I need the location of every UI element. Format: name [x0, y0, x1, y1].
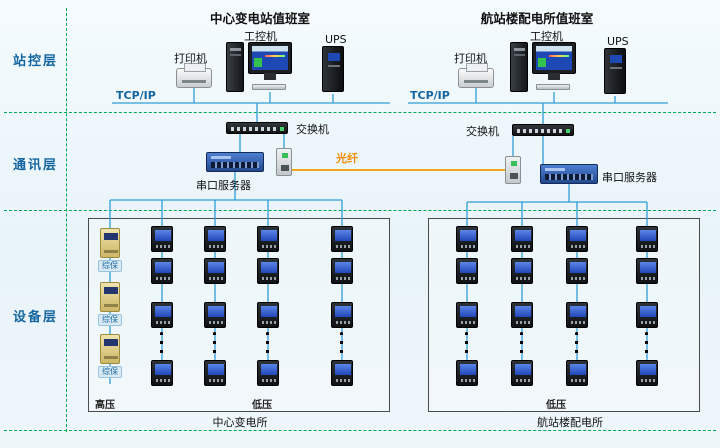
right-switch-icon — [512, 124, 574, 136]
left-keyboard-icon — [252, 84, 286, 90]
layer-separator-vertical — [66, 8, 67, 432]
layer-label-device: 设备层 — [13, 310, 59, 325]
left-serial-server-icon — [206, 152, 264, 172]
power-meter-icon — [331, 302, 353, 328]
power-meter-icon — [566, 226, 588, 252]
ellipsis-dots — [645, 332, 648, 354]
protection-relay-icon — [100, 228, 120, 258]
left-pc-tower-icon — [226, 42, 244, 92]
power-meter-icon — [257, 226, 279, 252]
power-meter-icon — [511, 258, 533, 284]
left-switch-label: 交换机 — [296, 123, 329, 136]
power-meter-icon — [566, 258, 588, 284]
power-meter-icon — [511, 360, 533, 386]
right-room-title: 航站楼配电所值班室 — [480, 11, 594, 26]
power-meter-icon — [511, 226, 533, 252]
power-meter-icon — [331, 360, 353, 386]
right-ups-icon — [604, 48, 626, 94]
power-meter-icon — [566, 360, 588, 386]
left-serial-server-label: 串口服务器 — [196, 179, 251, 192]
power-meter-icon — [456, 226, 478, 252]
ellipsis-dots — [465, 332, 468, 354]
left-switch-icon — [226, 122, 288, 134]
ellipsis-dots — [575, 332, 578, 354]
power-meter-icon — [636, 258, 658, 284]
layer-label-station: 站控层 — [13, 54, 59, 69]
left-hv-label: 高压 — [95, 400, 115, 411]
power-meter-icon — [257, 302, 279, 328]
right-printer-label: 打印机 — [454, 52, 487, 65]
right-pc-tower-icon — [510, 42, 528, 92]
right-printer-icon — [458, 63, 494, 88]
power-meter-icon — [456, 302, 478, 328]
right-serial-server-icon — [540, 164, 598, 184]
ellipsis-dots — [213, 332, 216, 354]
layer-separator-1 — [4, 112, 716, 113]
left-pc-label: 工控机 — [244, 30, 277, 43]
power-meter-icon — [151, 302, 173, 328]
right-switch-label: 交换机 — [466, 125, 499, 138]
power-meter-icon — [151, 360, 173, 386]
protection-relay-icon — [100, 282, 120, 312]
left-lv-label: 低压 — [252, 400, 272, 411]
power-meter-icon — [204, 302, 226, 328]
ellipsis-dots — [266, 332, 269, 354]
left-tcpip-label: TCP/IP — [116, 89, 156, 102]
power-meter-icon — [331, 226, 353, 252]
left-station-name: 中心变电所 — [212, 416, 268, 429]
right-ups-label: UPS — [607, 35, 629, 48]
left-room-title: 中心变电站值班室 — [209, 11, 310, 26]
left-ups-icon — [322, 46, 344, 92]
left-printer-label: 打印机 — [174, 52, 207, 65]
left-ups-label: UPS — [325, 33, 347, 46]
right-station-name: 航站楼配电所 — [537, 416, 603, 429]
layer-separator-bottom — [4, 430, 716, 431]
power-meter-icon — [331, 258, 353, 284]
power-meter-icon — [151, 258, 173, 284]
right-tcpip-label: TCP/IP — [410, 89, 450, 102]
left-monitor-icon — [248, 42, 292, 80]
protection-relay-label: 综保 — [98, 260, 122, 272]
power-meter-icon — [636, 226, 658, 252]
right-pc-label: 工控机 — [530, 30, 563, 43]
fiber-label: 光纤 — [336, 152, 358, 165]
left-fiber-converter-icon — [276, 148, 292, 176]
ellipsis-dots — [160, 332, 163, 354]
power-meter-icon — [204, 360, 226, 386]
right-lv-label: 低压 — [546, 400, 566, 411]
protection-relay-label: 综保 — [98, 314, 122, 326]
power-meter-icon — [456, 258, 478, 284]
left-printer-icon — [176, 63, 212, 88]
power-meter-icon — [456, 360, 478, 386]
right-keyboard-icon — [536, 84, 570, 90]
power-meter-icon — [636, 360, 658, 386]
ellipsis-dots — [340, 332, 343, 354]
protection-relay-icon — [100, 334, 120, 364]
right-serial-server-label: 串口服务器 — [602, 171, 657, 184]
right-monitor-icon — [532, 42, 576, 80]
power-meter-icon — [511, 302, 533, 328]
power-meter-icon — [257, 258, 279, 284]
power-meter-icon — [257, 360, 279, 386]
layer-label-comm: 通讯层 — [13, 158, 59, 173]
ellipsis-dots — [520, 332, 523, 354]
power-meter-icon — [204, 258, 226, 284]
layer-separator-2 — [4, 210, 716, 211]
power-meter-icon — [151, 226, 173, 252]
power-meter-icon — [204, 226, 226, 252]
protection-relay-label: 综保 — [98, 366, 122, 378]
power-meter-icon — [566, 302, 588, 328]
power-meter-icon — [636, 302, 658, 328]
right-fiber-converter-icon — [505, 156, 521, 184]
